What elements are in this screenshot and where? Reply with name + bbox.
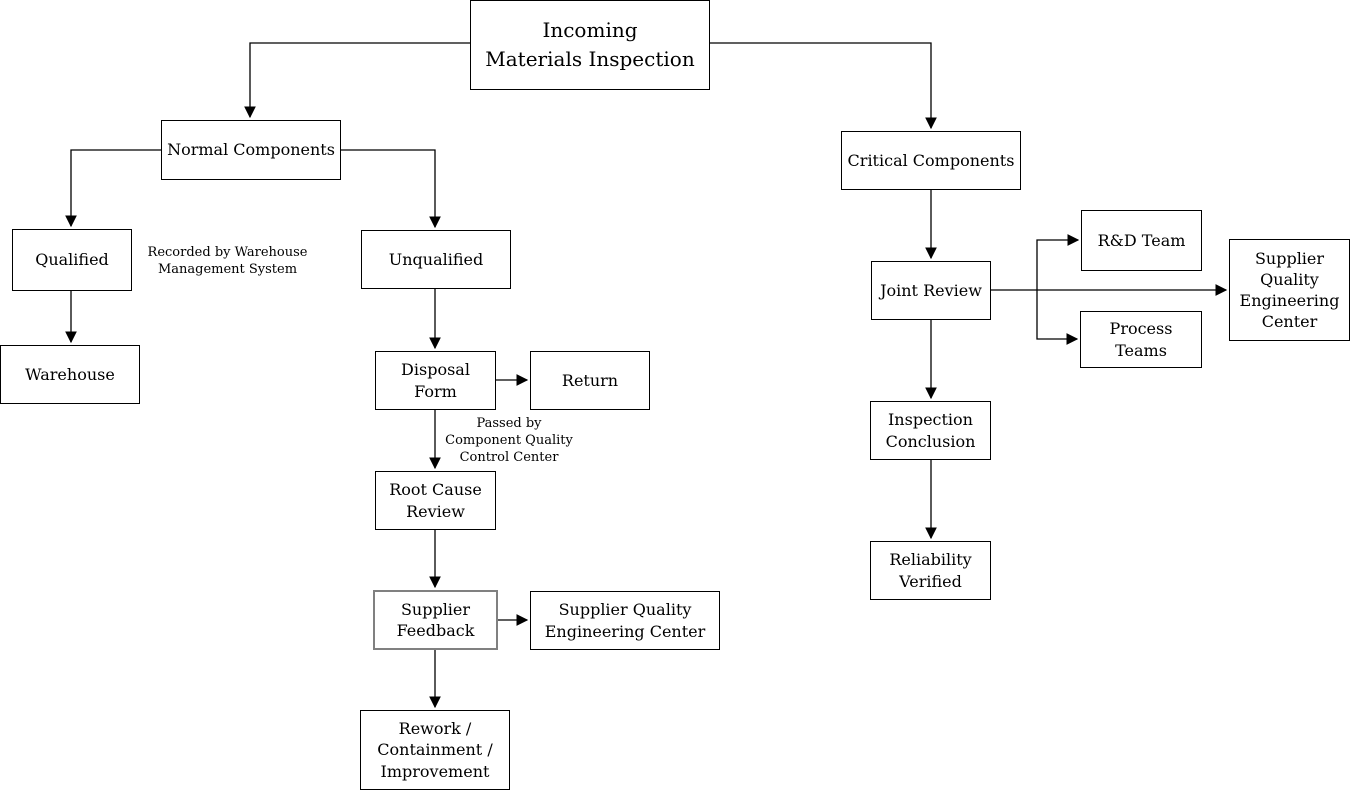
edge-normal-to-qualified [65,149,161,228]
edge-normal-to-unqualified [341,149,441,229]
note-passed-by-component-quality: Passed by Component Quality Control Cent… [445,416,573,465]
node-unqualified: Unqualified [361,230,511,289]
node-critical-components: Critical Components [841,131,1021,190]
edge-joint-to-rnd-team [1036,234,1080,290]
node-process-teams: Process Teams [1080,311,1202,368]
node-root-cause-review: Root Cause Review [375,471,496,530]
note-recorded-by-warehouse: Recorded by Warehouse Management System [147,245,308,277]
node-supplier-feedback: Supplier Feedback [373,590,498,650]
edge-title-to-critical [710,42,937,130]
node-incoming-materials-inspection: Incoming Materials Inspection [470,0,710,90]
edge-joint-to-process-teams [1036,290,1079,345]
node-supplier-quality-engineering-center-right: Supplier Quality Engineering Center [1229,239,1350,341]
node-disposal-form: Disposal Form [375,351,496,410]
node-joint-review: Joint Review [871,261,991,320]
node-normal-components: Normal Components [161,120,341,180]
edge-title-to-normal [244,42,470,119]
node-reliability-verified: Reliability Verified [870,541,991,600]
node-supplier-quality-engineering-center-left: Supplier Quality Engineering Center [530,591,720,650]
node-return: Return [530,351,650,410]
node-inspection-conclusion: Inspection Conclusion [870,401,991,460]
node-warehouse: Warehouse [0,345,140,404]
node-qualified: Qualified [12,229,132,291]
node-rnd-team: R&D Team [1081,210,1202,271]
node-rework-containment-improvement: Rework / Containment / Improvement [360,710,510,790]
